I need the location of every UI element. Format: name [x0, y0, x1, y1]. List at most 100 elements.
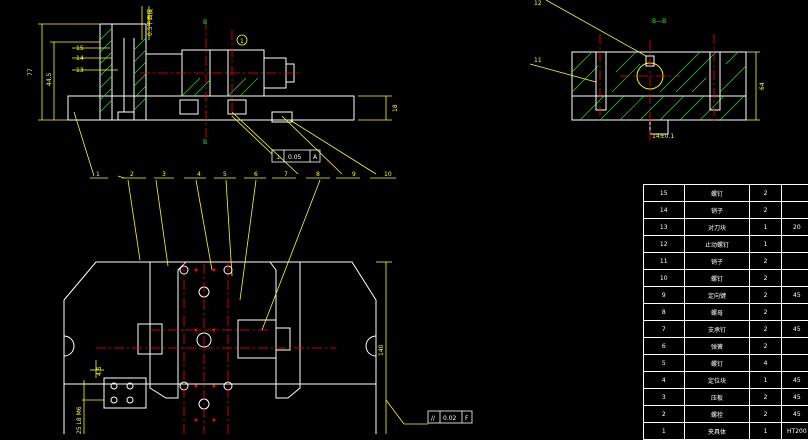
bom-cell-qty: 2 — [750, 185, 781, 202]
bom-cell-name: 螺母 — [684, 304, 750, 321]
bom-cell-material: 45 — [781, 321, 808, 338]
bom-cell-qty: 1 — [750, 236, 781, 253]
bom-cell-no: 13 — [644, 219, 685, 236]
section-dim-small: 14±0.1 — [652, 133, 674, 140]
leader-3: 3 — [162, 171, 166, 178]
top-tol-symbol: // — [431, 415, 436, 422]
bom-cell-qty: 2 — [750, 253, 781, 270]
leader-1: 1 — [96, 171, 100, 178]
front-leaders — [72, 48, 396, 178]
front-tol-value: 0.05 — [288, 154, 302, 161]
bom-cell-material: 20 — [781, 219, 808, 236]
dim-flatness: 0.5平面度 — [146, 8, 154, 36]
leader-9: 9 — [352, 171, 356, 178]
leader-13: 13 — [76, 67, 84, 74]
bom-cell-name: 支承钉 — [684, 321, 750, 338]
bom-cell-material — [781, 202, 808, 219]
front-clamp-block — [146, 54, 182, 96]
bom-cell-qty: 2 — [750, 338, 781, 355]
bom-cell-material — [781, 270, 808, 287]
bom-cell-no: 8 — [644, 304, 685, 321]
bom-cell-no: 12 — [644, 236, 685, 253]
bom-cell-material — [781, 185, 808, 202]
bom-cell-qty: 2 — [750, 287, 781, 304]
bom-cell-name: 销子 — [684, 253, 750, 270]
leader-6: 6 — [254, 171, 258, 178]
leader-14: 14 — [76, 55, 84, 62]
bom-cell-material: 45 — [781, 287, 808, 304]
bom-cell-qty: 2 — [750, 202, 781, 219]
leader-8: 8 — [316, 171, 320, 178]
bom-cell-material: 45 — [781, 372, 808, 389]
bom-cell-name: 定位块 — [684, 372, 750, 389]
bom-cell-no: 11 — [644, 253, 685, 270]
bom-cell-name: 螺钉 — [684, 270, 750, 287]
front-left-column — [100, 24, 146, 120]
bom-cell-name: 销子 — [684, 202, 750, 219]
section-dim-64: 64 — [759, 82, 766, 90]
bom-cell-name: 螺钉 — [684, 355, 750, 372]
bom-cell-no: 4 — [644, 372, 685, 389]
top-dim-vertical: 25 L8 M6 — [76, 406, 83, 434]
section-leader-11: 11 — [534, 57, 542, 64]
bom-cell-qty: 1 — [750, 423, 781, 440]
dim-18: 18 — [392, 104, 399, 112]
bom-cell-no: 5 — [644, 355, 685, 372]
bom-cell-material — [781, 355, 808, 372]
section-leader-12: 12 — [534, 0, 542, 7]
bom-cell-material: 45 — [781, 406, 808, 423]
top-tol-datum: F — [465, 415, 469, 422]
front-dimensions — [38, 6, 392, 120]
bom-cell-name: 弹簧 — [684, 338, 750, 355]
bom-cell-name: 压板 — [684, 389, 750, 406]
top-dim-small: 4.5 — [96, 366, 103, 376]
leader-5: 5 — [223, 171, 227, 178]
leader-10: 10 — [384, 171, 392, 178]
bom-cell-no: 2 — [644, 406, 685, 423]
dim-77: 77 — [27, 68, 34, 76]
bom-cell-material: 45 — [781, 389, 808, 406]
bom-cell-name: 螺钉 — [684, 185, 750, 202]
bom-cell-qty: 2 — [750, 321, 781, 338]
bom-cell-material — [781, 304, 808, 321]
balloon-1: 1 — [240, 38, 244, 45]
front-view — [38, 6, 392, 140]
leader-2: 2 — [130, 171, 134, 178]
bom-cell-no: 9 — [644, 287, 685, 304]
bom-cell-qty: 4 — [750, 355, 781, 372]
front-tol-datum: A — [313, 154, 318, 161]
top-dim-140: 140 — [378, 344, 385, 356]
bom-cell-qty: 2 — [750, 389, 781, 406]
bom-cell-no: 14 — [644, 202, 685, 219]
bom-cell-qty: 2 — [750, 304, 781, 321]
leader-7: 7 — [284, 171, 288, 178]
front-base-plate — [68, 96, 354, 120]
leader-15: 15 — [76, 45, 84, 52]
bom-cell-name: 定向键 — [684, 287, 750, 304]
bom-cell-name: 对刀块 — [684, 219, 750, 236]
leader-4: 4 — [197, 171, 201, 178]
bom-cell-qty: 1 — [750, 372, 781, 389]
top-bolt-right — [238, 320, 276, 358]
bom-cell-material — [781, 338, 808, 355]
bom-cell-material — [781, 253, 808, 270]
bom-cell-name: 夹具体 — [684, 423, 750, 440]
bom-cell-name: 止动螺钉 — [684, 236, 750, 253]
section-label-bottom: B — [203, 139, 207, 146]
section-title: B—B — [652, 18, 666, 25]
top-view — [64, 180, 428, 434]
bom-cell-no: 7 — [644, 321, 685, 338]
